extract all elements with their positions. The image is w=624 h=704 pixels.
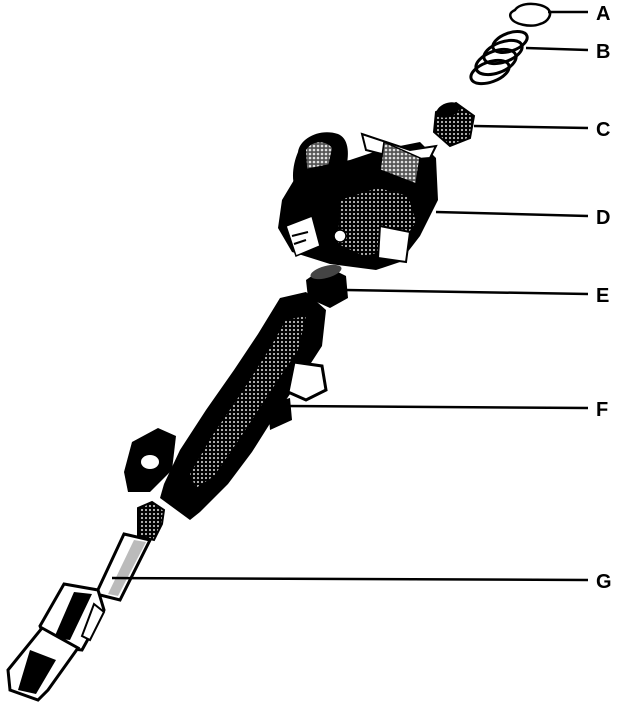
leader-line-g: [111, 576, 589, 582]
leader-line-e: [345, 288, 589, 296]
part-g-steering-shaft: [6, 500, 166, 702]
callout-label-e: E: [596, 285, 609, 307]
part-b-spring: [469, 30, 529, 86]
leader-line-b: [525, 46, 589, 52]
callout-label-g: G: [596, 571, 612, 593]
callout-label-b: B: [596, 41, 610, 63]
callout-labels: A B C D E F G: [596, 3, 612, 593]
callout-label-d: D: [596, 207, 610, 229]
part-c-bearing: [432, 101, 476, 148]
callout-label-a: A: [596, 3, 610, 25]
callout-label-f: F: [596, 399, 608, 421]
leader-line-d: [435, 210, 589, 218]
leader-line-c: [473, 124, 589, 130]
callout-label-c: C: [596, 119, 610, 141]
part-a-snap-ring: [508, 2, 552, 27]
leader-lines: [111, 10, 589, 582]
part-f-column-tube: [124, 292, 328, 520]
part-e-bushing: [306, 264, 348, 308]
part-d-lock-housing: [278, 132, 438, 270]
leader-line-f: [285, 404, 589, 410]
